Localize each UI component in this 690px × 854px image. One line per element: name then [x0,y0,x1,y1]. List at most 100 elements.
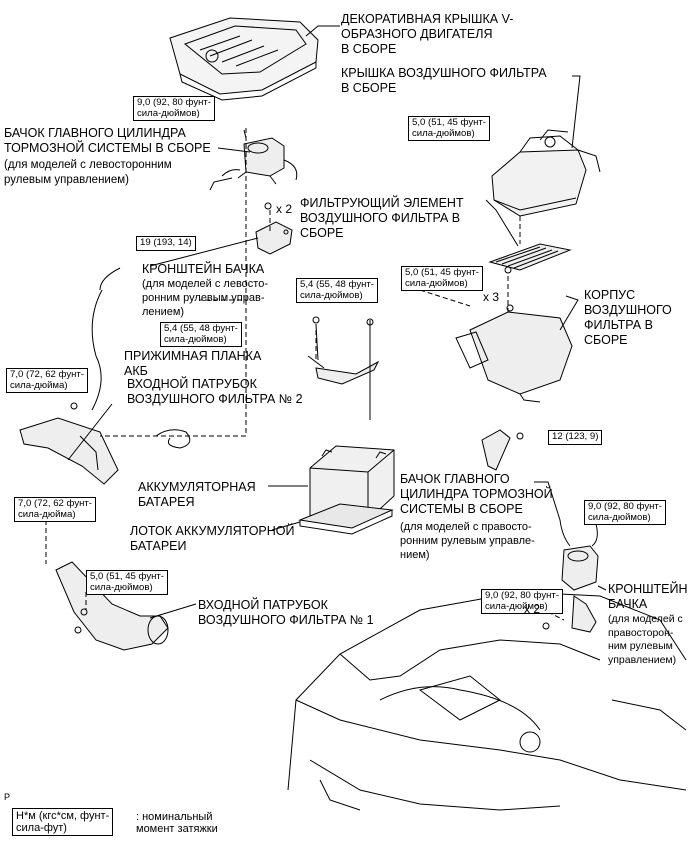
legend-line: : номинальный [136,811,213,823]
torque-line: сила-дюймов) [405,277,468,289]
label-line: ДЕКОРАТИВНАЯ КРЫШКА V- [341,12,514,26]
torque-line: сила-дюймов) [300,289,363,301]
torque-line: 7,0 (72, 62 фунт- [18,498,93,509]
label-line: БАТАРЕИ [130,539,187,553]
battery-drawing [298,445,395,535]
torque-box: 5,4 (55, 48 фунт- сила-дюймов) [160,322,243,347]
torque-box: 7,0 (72, 62 фунт- сила-дюйма) [14,497,97,522]
label-line: ФИЛЬТРУЮЩИЙ ЭЛЕМЕНТ [300,196,464,210]
label-line: БАЧОК ГЛАВНОГО ЦИЛИНДРА [4,126,186,140]
note-line: рулевым управлением) [4,174,129,186]
torque-line: сила-дюйма) [10,379,68,391]
torque-legend-text: : номинальный момент затяжки [136,811,218,835]
engine-cover-label: ДЕКОРАТИВНАЯ КРЫШКА V- ОБРАЗНОГО ДВИГАТЕ… [341,12,513,57]
torque-line: сила-дюймов) [164,333,227,345]
torque-box: 7,0 (72, 62 фунт- сила-дюйма) [6,368,89,393]
legend-line: момент затяжки [136,823,218,835]
torque-box: 9,0 (92, 80 фунт- сила-дюймов) [133,96,216,121]
torque-line: сила-дюймов) [588,511,651,523]
bracket-right-note: (для моделей с правосторон- ним рулевым … [608,613,683,667]
label-line: В СБОРЕ [341,42,397,56]
filter-element-label: ФИЛЬТРУЮЩИЙ ЭЛЕМЕНТ ВОЗДУШНОГО ФИЛЬТРА В… [300,196,464,241]
torque-box: 12 (123, 9) [548,430,603,445]
bracket-left-drawing [255,202,293,255]
label-line: БАЧОК ГЛАВНОГО [400,472,510,486]
note-line: ронним рулевым управ- [142,292,265,304]
engine-cover-drawing [169,17,319,101]
torque-line: 7,0 (72, 62 фунт- [10,369,85,380]
label-line: ВОЗДУШНОГО ФИЛЬТРА В [300,211,461,225]
note-line: нием) [400,549,430,561]
bracket-left-note: (для моделей с левосто- ронним рулевым у… [142,277,268,319]
legend-line: сила-фут) [16,822,67,834]
torque-line: сила-дюймов) [90,581,153,593]
air-filter-cap-label: КРЫШКА ВОЗДУШНОГО ФИЛЬТРА В СБОРЕ [341,66,547,96]
torque-line: 12 (123, 9) [552,431,599,442]
label-line: ВХОДНОЙ ПАТРУБОК [198,598,328,612]
torque-line: 5,4 (55, 48 фунт- [164,323,239,334]
battery-clamp-drawing [312,316,380,420]
note-line: (для моделей с правосто- [400,521,532,533]
brake-reservoir-right-note: (для моделей с правосто- ронним рулевым … [400,520,535,562]
bracket-left-label: КРОНШТЕЙН БАЧКА [142,262,264,277]
label-line: БАТАРЕЯ [138,495,195,509]
note-line: (для моделей с левосторонним [4,159,172,171]
brake-reservoir-right-label: БАЧОК ГЛАВНОГО ЦИЛИНДРА ТОРМОЗНОЙ СИСТЕМ… [400,472,553,517]
quantity-multiplier: x 3 [483,290,500,304]
label-line: ВОЗДУШНОГО ФИЛЬТРА № 2 [127,392,303,406]
label-line: В СБОРЕ [341,81,397,95]
label-line: ВОЗДУШНОГО ФИЛЬТРА № 1 [198,613,374,627]
label-line: ЛОТОК АККУМУЛЯТОРНОЙ [130,524,295,538]
inlet-2-drawing [19,267,191,485]
label-line: СБОРЕ [584,333,628,347]
note-line: ним рулевым [608,640,673,652]
brake-reservoir-left-drawing [209,137,298,191]
brake-reservoir-left-note: (для моделей с левосторонним рулевым упр… [4,158,172,188]
label-line: ТОРМОЗНОЙ СИСТЕМЫ В СБОРЕ [4,141,211,155]
torque-line: 5,0 (51, 45 фунт- [90,571,165,582]
torque-box: 5,0 (51, 45 фунт- сила-дюймов) [86,570,169,595]
label-line: ПРИЖИМНАЯ ПЛАНКА [124,349,262,363]
filter-element-drawing [488,243,572,271]
torque-box: 5,0 (51, 45 фунт- сила-дюймов) [408,116,491,141]
quantity-multiplier: x 2 [276,202,293,216]
filter-housing-drawing [455,266,573,403]
torque-legend-box: Н*м (кгс*см, фунт- сила-фут) [12,808,114,836]
torque-line: 9,0 (92, 80 фунт- [588,501,663,512]
label-line: ФИЛЬТРА В [584,318,653,332]
housing-bracket-drawing [481,429,524,471]
label-line: КРОНШТЕЙН БАЧКА [142,262,265,276]
label-line: СИСТЕМЫ В СБОРЕ [400,502,523,516]
filter-housing-label: КОРПУС ВОЗДУШНОГО ФИЛЬТРА В СБОРЕ [584,288,672,348]
note-line: ронним рулевым управле- [400,535,535,547]
torque-line: 5,4 (55, 48 фунт- [300,279,375,290]
note-line: правосторон- [608,626,674,639]
battery-clamp-label: ПРИЖИМНАЯ ПЛАНКА АКБ [124,349,261,379]
label-line: СБОРЕ [300,226,344,240]
legend-line: Н*м (кгс*см, фунт- [16,810,110,822]
note-line: (для моделей с [608,613,683,625]
torque-line: сила-дюймов) [137,107,200,119]
torque-line: сила-дюйма) [18,508,76,520]
torque-box: 5,4 (55, 48 фунт- сила-дюймов) [296,278,379,303]
label-line: ВОЗДУШНОГО [584,303,672,317]
page-mark: P [4,792,11,802]
torque-line: 19 (193, 14) [140,237,192,248]
torque-line: 9,0 (92, 80 фунт- [485,590,560,601]
inlet-1-label: ВХОДНОЙ ПАТРУБОК ВОЗДУШНОГО ФИЛЬТРА № 1 [198,598,374,628]
torque-line: 9,0 (92, 80 фунт- [137,97,212,108]
torque-line: 5,0 (51, 45 фунт- [405,267,480,278]
brake-reservoir-left-label: БАЧОК ГЛАВНОГО ЦИЛИНДРА ТОРМОЗНОЙ СИСТЕМ… [4,126,211,156]
note-line: лением) [142,306,185,318]
pointer-lines [67,25,607,619]
label-line: КРЫШКА ВОЗДУШНОГО ФИЛЬТРА [341,66,547,80]
vehicle-engine-bay-drawing [287,591,687,811]
label-line: ВХОДНОЙ ПАТРУБОК [127,377,257,391]
note-line: управлением) [608,653,677,666]
label-line: АККУМУЛЯТОРНАЯ [138,480,256,494]
note-line: (для моделей с левосто- [142,278,268,290]
air-filter-cap-drawing [491,129,601,217]
inlet-2-label: ВХОДНОЙ ПАТРУБОК ВОЗДУШНОГО ФИЛЬТРА № 2 [127,377,303,407]
label-line: АКБ [124,364,148,378]
